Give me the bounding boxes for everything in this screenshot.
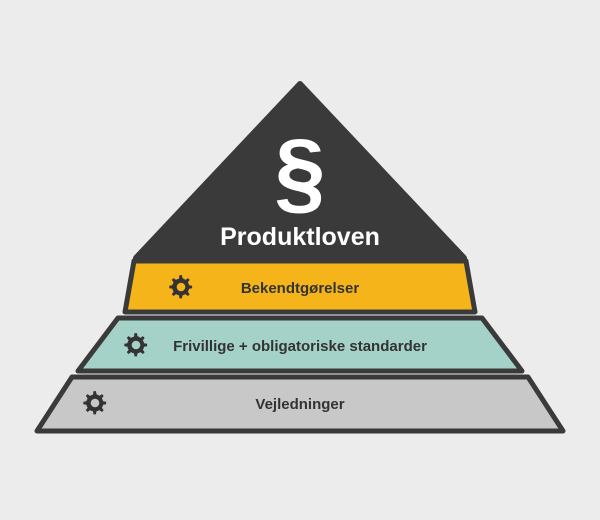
tier-vejledninger [34,374,566,434]
tier-label-vejledninger: Vejledninger [255,396,344,413]
apex-section [133,81,467,261]
apex-title: Produktloven [220,223,380,251]
tier-standarder [75,315,525,374]
tier-bekendtgorelser [122,258,478,315]
tier-label-bekendtgorelser: Bekendtgørelser [241,280,360,297]
paragraph-symbol: § [274,121,325,223]
tier-label-standarder: Frivillige + obligatoriske standarder [173,338,427,355]
